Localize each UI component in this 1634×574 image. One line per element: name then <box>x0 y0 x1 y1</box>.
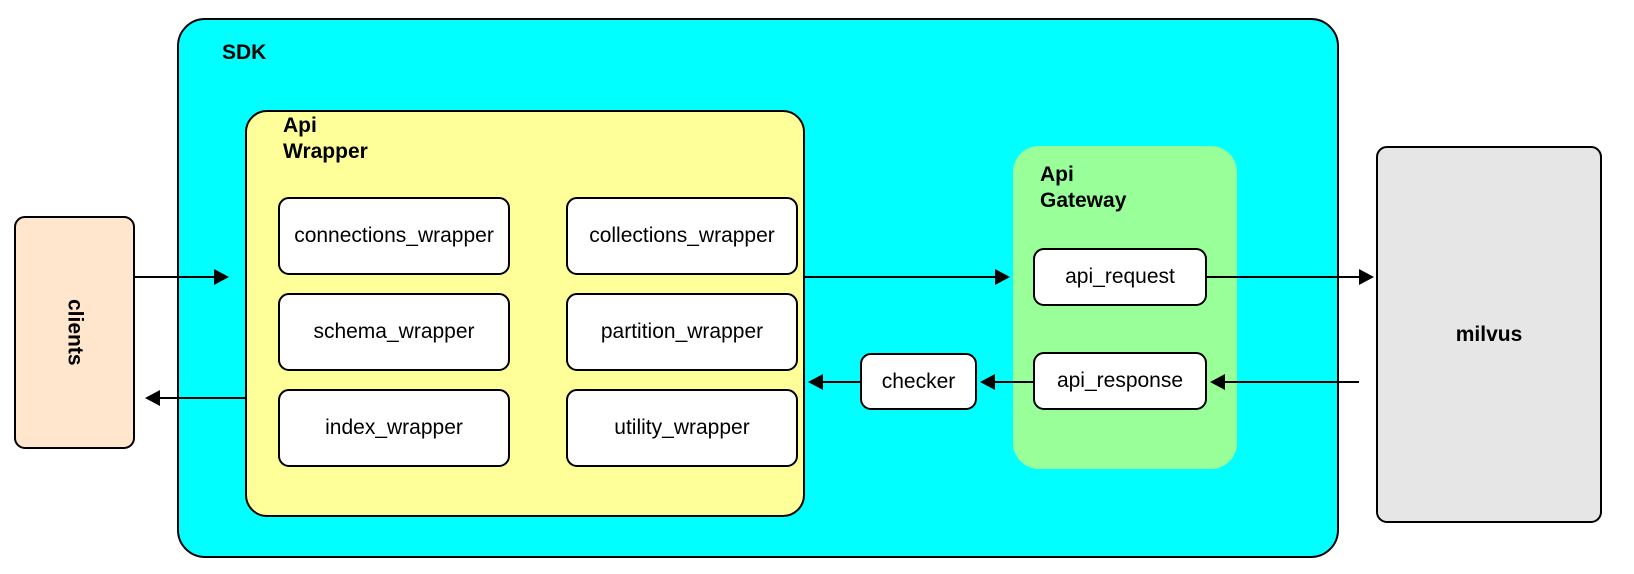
arrow-api-request-to-milvus-head <box>1359 269 1374 285</box>
container-api-wrapper-label: Api Wrapper <box>283 114 368 164</box>
node-schema-wrapper[interactable]: schema_wrapper <box>278 293 510 371</box>
node-clients-label: clients <box>63 299 87 366</box>
node-api-response[interactable]: api_response <box>1033 352 1207 410</box>
node-partition-wrapper[interactable]: partition_wrapper <box>566 293 798 371</box>
node-milvus[interactable]: milvus <box>1376 146 1602 523</box>
arrow-api-response-to-checker-line <box>995 381 1033 383</box>
arrow-api-response-to-checker-head <box>980 374 995 390</box>
node-connections-wrapper[interactable]: connections_wrapper <box>278 197 510 275</box>
arrow-clients-to-api-wrapper-line <box>135 276 216 278</box>
container-sdk-label: SDK <box>222 41 267 64</box>
arrow-checker-to-api-wrapper-head <box>808 374 823 390</box>
node-index-wrapper[interactable]: index_wrapper <box>278 389 510 467</box>
arrow-api-wrapper-to-api-gateway-line <box>803 276 997 278</box>
node-clients[interactable]: clients <box>14 216 135 449</box>
arrow-api-wrapper-to-api-gateway-head <box>995 269 1010 285</box>
node-collections-wrapper[interactable]: collections_wrapper <box>566 197 798 275</box>
arrow-milvus-to-api-response-line <box>1225 381 1359 383</box>
arrow-clients-to-api-wrapper-head <box>214 269 229 285</box>
node-utility-wrapper[interactable]: utility_wrapper <box>566 389 798 467</box>
arrow-checker-to-api-wrapper-line <box>823 381 860 383</box>
node-checker[interactable]: checker <box>860 353 977 410</box>
arrow-api-wrapper-to-clients-line <box>160 397 245 399</box>
arrow-api-request-to-milvus-line <box>1207 276 1359 278</box>
container-api-gateway <box>1013 146 1237 469</box>
arrow-api-wrapper-to-clients-head <box>145 390 160 406</box>
arrow-milvus-to-api-response-head <box>1210 374 1225 390</box>
container-api-gateway-label: Api Gateway <box>1040 163 1127 213</box>
node-api-request[interactable]: api_request <box>1033 248 1207 306</box>
